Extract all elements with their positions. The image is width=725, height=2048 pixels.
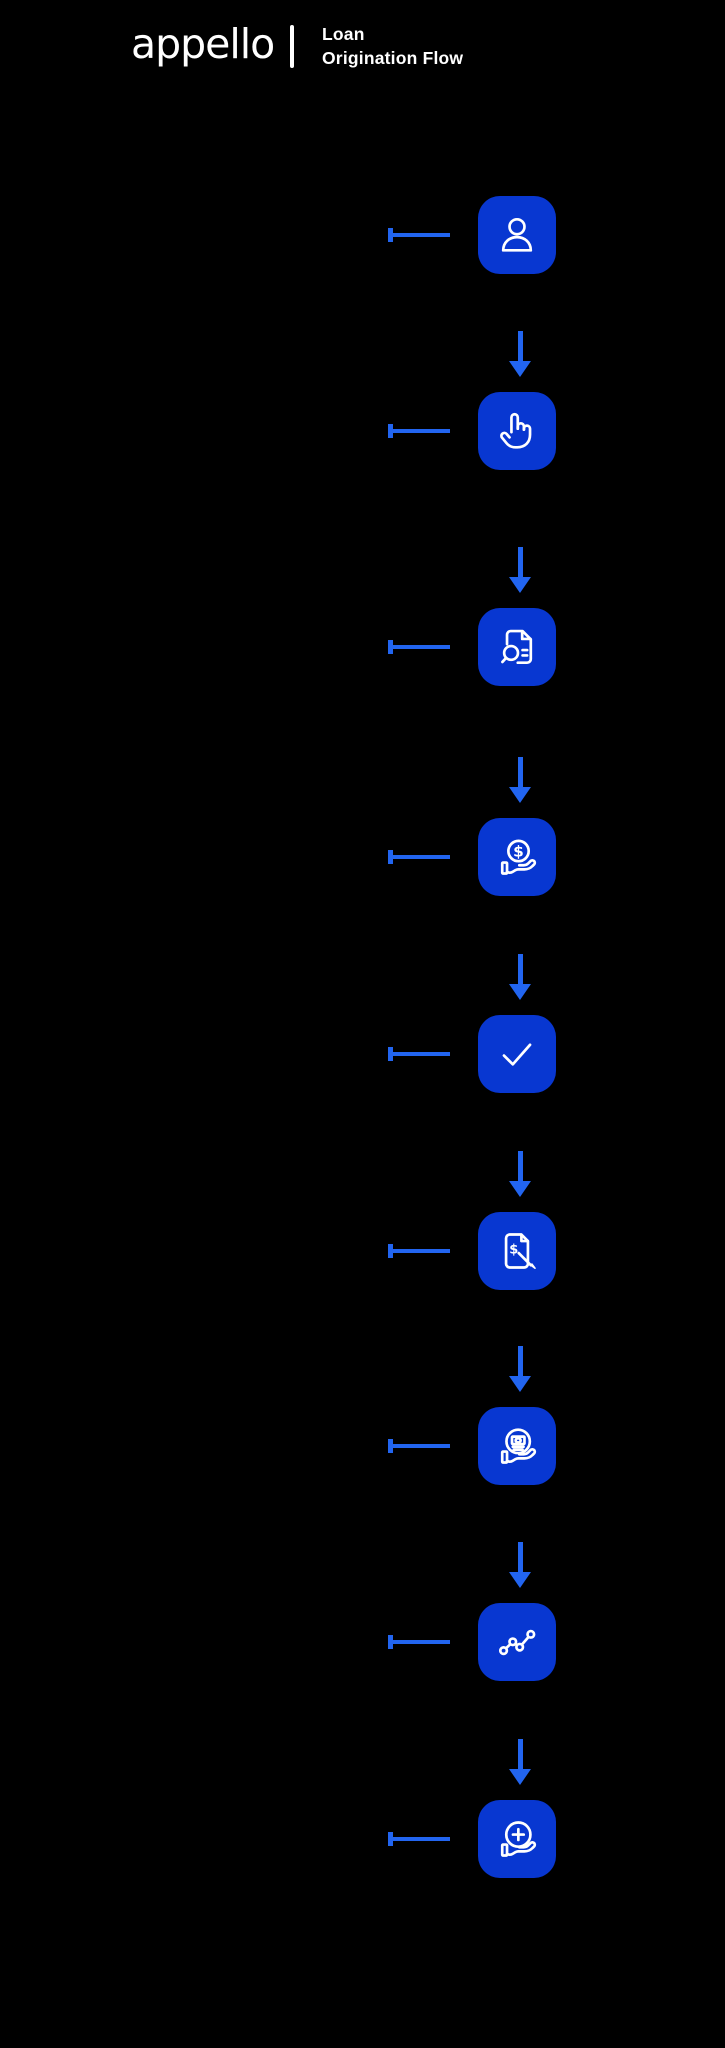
- svg-text:$: $: [509, 1242, 518, 1257]
- flow-arrow-down: [508, 1151, 532, 1197]
- flow-step-tile: [478, 392, 556, 470]
- leader-line: [388, 228, 450, 242]
- user-icon: [501, 217, 533, 252]
- hand-coin-dollar-icon: $: [500, 839, 537, 875]
- page-title-line1: Loan: [322, 24, 365, 44]
- flow-arrow-down: [508, 331, 532, 377]
- flow-step-tile: [478, 196, 556, 274]
- leader-line: [388, 1047, 450, 1061]
- flow-step-tile: [478, 1407, 556, 1485]
- hand-circle-plus-icon: [500, 1821, 537, 1857]
- leader-rule: [390, 429, 450, 433]
- leader-rule: [390, 855, 450, 859]
- flow-step-tile: [478, 1800, 556, 1878]
- leader-line: [388, 1244, 450, 1258]
- leader-rule: [390, 1640, 450, 1644]
- leader-line: [388, 1832, 450, 1846]
- flow-arrow-down: [508, 1739, 532, 1785]
- svg-text:$: $: [513, 842, 524, 860]
- leader-rule: [390, 1249, 450, 1253]
- appello-logo: appello: [131, 20, 275, 68]
- flow-step-tile: [478, 1015, 556, 1093]
- checkmark-icon: [502, 1043, 532, 1066]
- flow-step-tile: [478, 1603, 556, 1681]
- leader-rule: [390, 1052, 450, 1056]
- leader-line: [388, 1635, 450, 1649]
- header-divider: [290, 25, 294, 68]
- leader-rule: [390, 1444, 450, 1448]
- flow-arrow-down: [508, 1542, 532, 1588]
- flow-step-tile: $: [478, 1212, 556, 1290]
- leader-line: [388, 640, 450, 654]
- leader-rule: [390, 1837, 450, 1841]
- flow-step-tile: $: [478, 818, 556, 896]
- hand-cash-icon: [500, 1428, 537, 1464]
- flow-arrow-down: [508, 1346, 532, 1392]
- leader-rule: [390, 645, 450, 649]
- page-title-line2: Origination Flow: [322, 48, 464, 68]
- tap-pointer-icon: [500, 412, 532, 449]
- document-sign-dollar-icon: $: [504, 1233, 536, 1270]
- leader-rule: [390, 233, 450, 237]
- leader-line: [388, 1439, 450, 1453]
- leader-line: [388, 424, 450, 438]
- flow-step-tile: [478, 608, 556, 686]
- flow-arrow-down: [508, 757, 532, 803]
- document-search-icon: [501, 629, 533, 665]
- flow-arrow-down: [508, 547, 532, 593]
- page-title: Loan Origination Flow: [322, 22, 463, 70]
- leader-line: [388, 850, 450, 864]
- flow-arrow-down: [508, 954, 532, 1000]
- trend-chart-icon: [498, 1629, 536, 1656]
